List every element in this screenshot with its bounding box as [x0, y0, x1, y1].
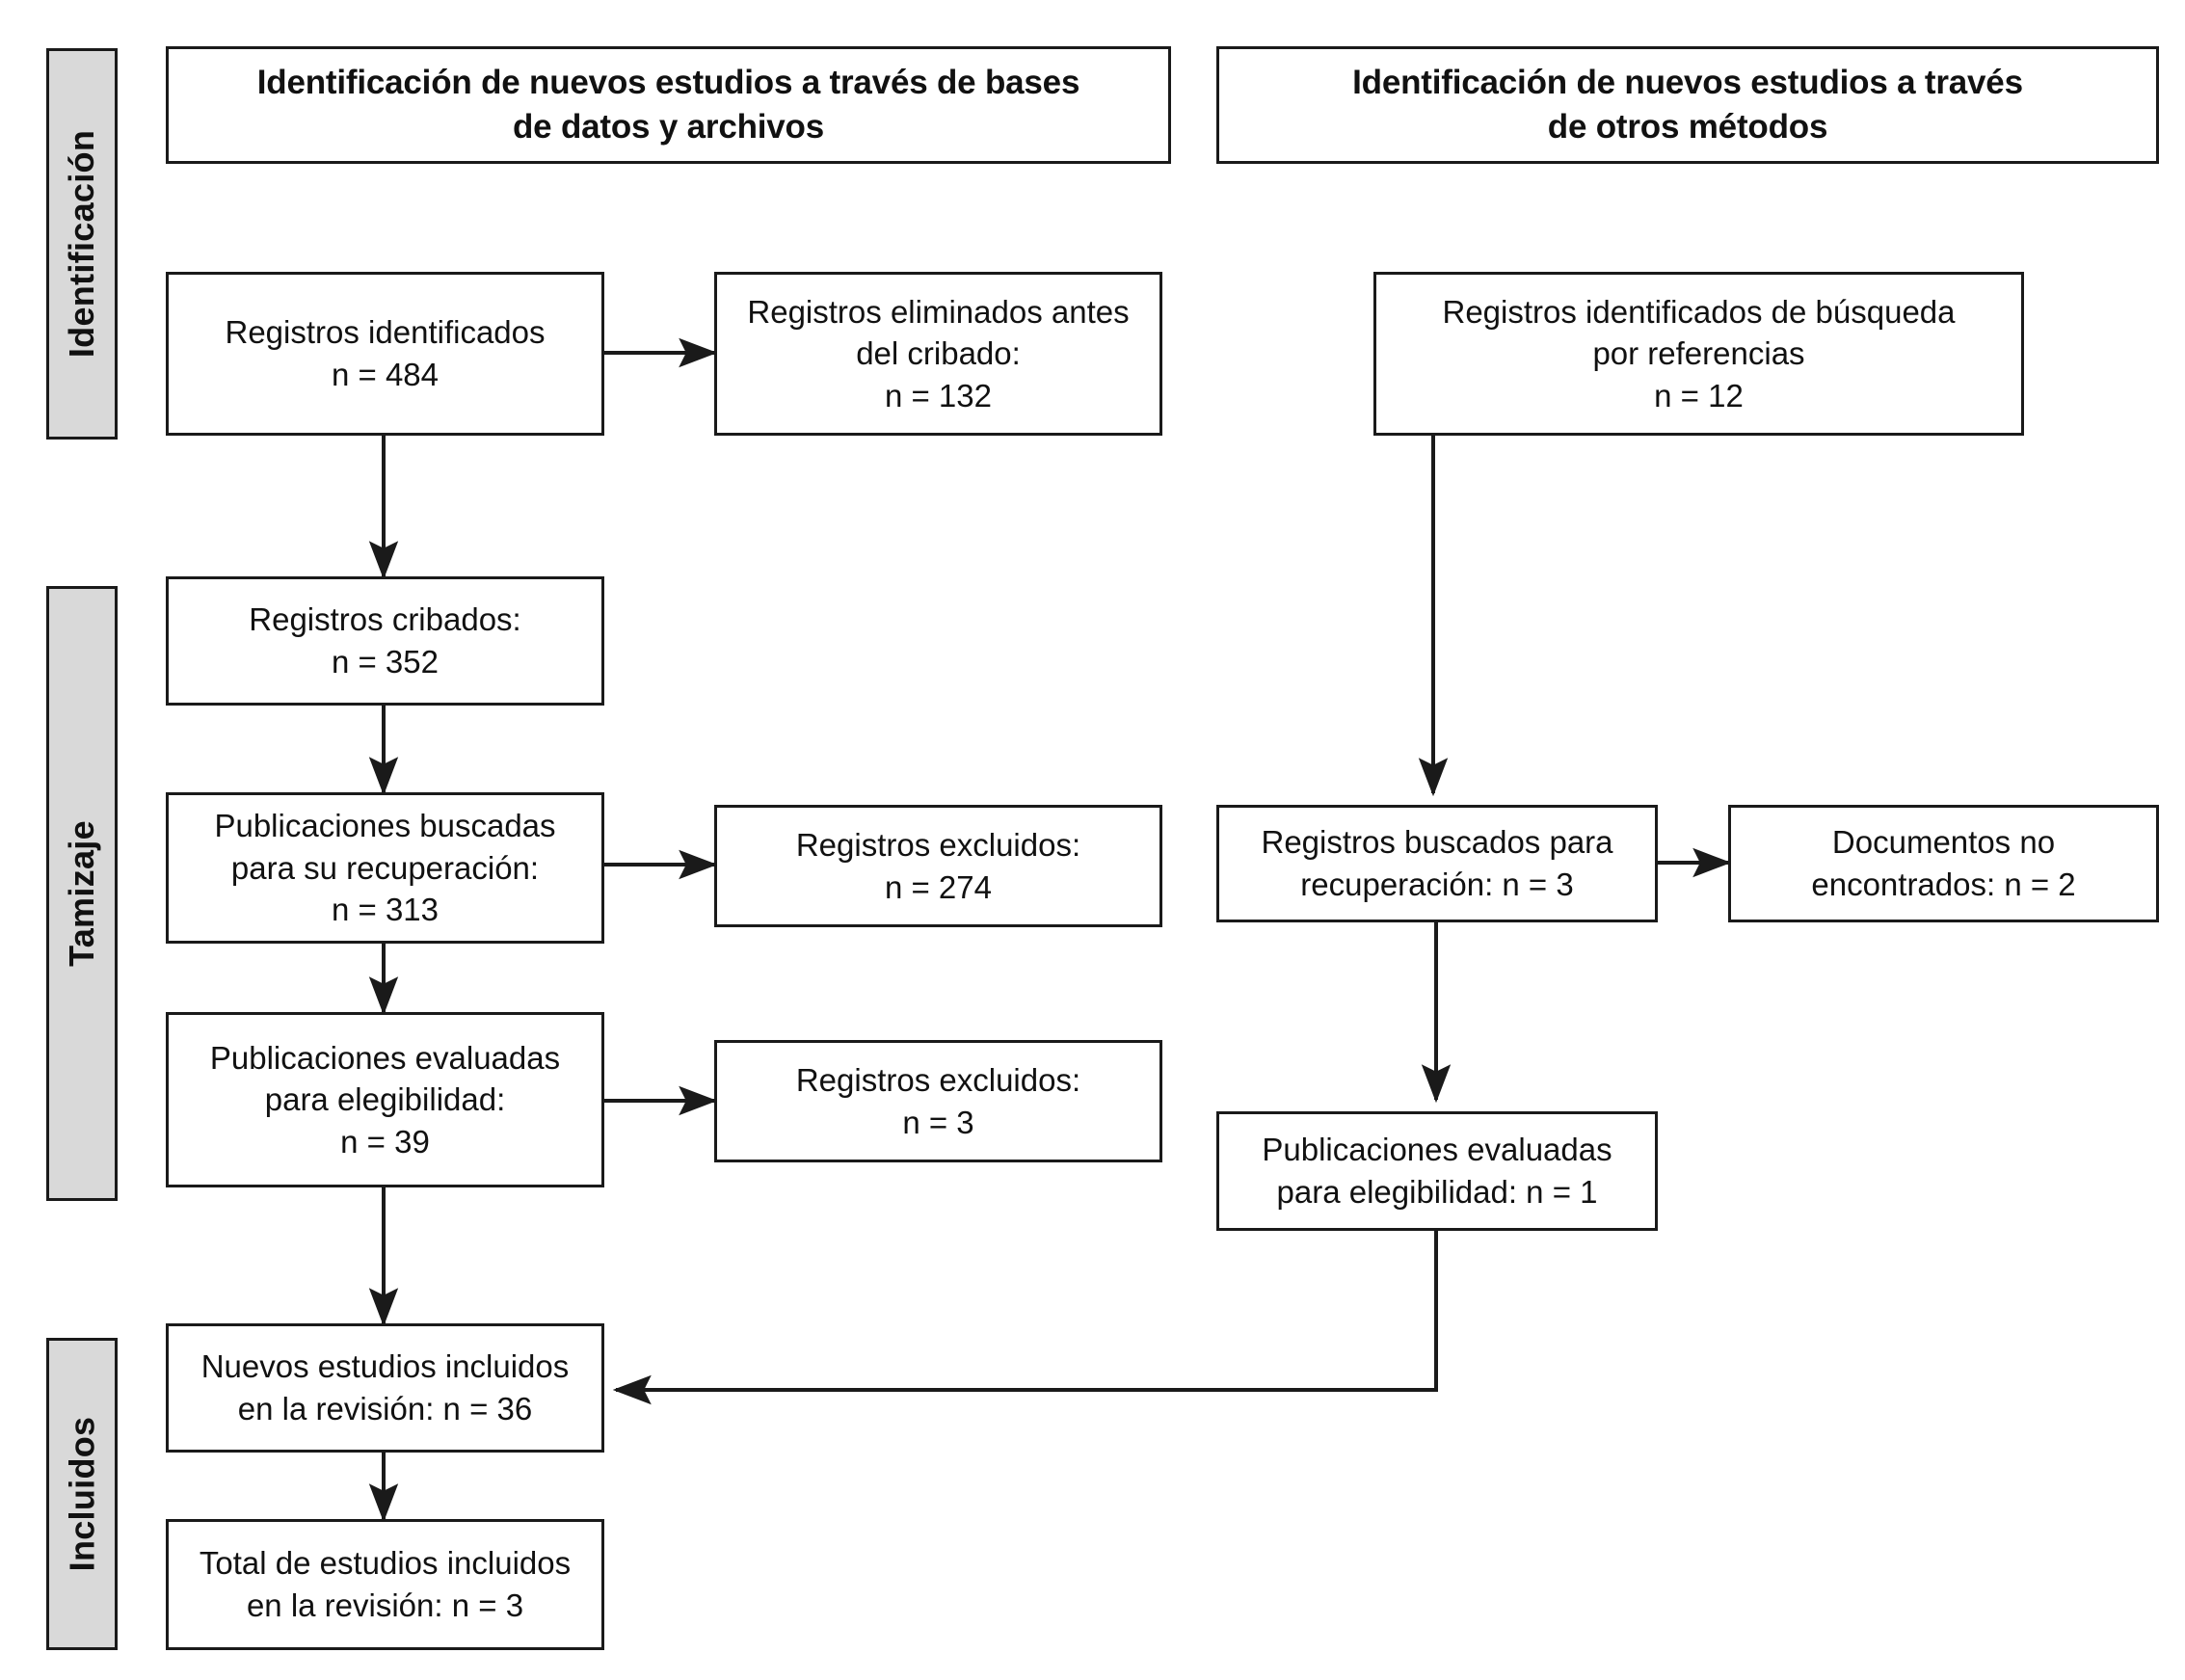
- box-records-from-references: Registros identificados de búsqueda por …: [1373, 272, 2024, 436]
- box-reports-assessed-other: Publicaciones evaluadas para elegibilida…: [1216, 1111, 1658, 1231]
- column-header-other-methods: Identificación de nuevos estudios a trav…: [1216, 46, 2159, 164]
- stage-band-identificacion: Identificación: [46, 48, 118, 440]
- box-records-screened: Registros cribados: n = 352: [166, 576, 604, 706]
- stage-band-label-identificacion: Identificación: [62, 129, 102, 359]
- box-records-excluded-3: Registros excluidos: n = 3: [714, 1040, 1162, 1162]
- edge-assessed-other-to-included: [612, 1231, 1438, 1405]
- box-reports-sought: Publicaciones buscadas para su recuperac…: [166, 792, 604, 944]
- box-records-removed: Registros eliminados antes del cribado: …: [714, 272, 1162, 436]
- stage-band-label-tamizaje: Tamizaje: [62, 820, 102, 967]
- stage-band-incluidos: Incluidos: [46, 1338, 118, 1650]
- box-reports-sought-other: Registros buscados para recuperación: n …: [1216, 805, 1658, 922]
- box-reports-assessed: Publicaciones evaluadas para elegibilida…: [166, 1012, 604, 1187]
- stage-band-label-incluidos: Incluidos: [62, 1416, 101, 1572]
- column-header-databases: Identificación de nuevos estudios a trav…: [166, 46, 1171, 164]
- box-records-identified: Registros identificados n = 484: [166, 272, 604, 436]
- box-reports-not-retrieved: Documentos no encontrados: n = 2: [1728, 805, 2159, 922]
- box-new-studies-included: Nuevos estudios incluidos en la revisión…: [166, 1323, 604, 1453]
- stage-band-tamizaje: Tamizaje: [46, 586, 118, 1201]
- box-total-studies-included: Total de estudios incluidos en la revisi…: [166, 1519, 604, 1650]
- box-records-excluded-274: Registros excluidos: n = 274: [714, 805, 1162, 927]
